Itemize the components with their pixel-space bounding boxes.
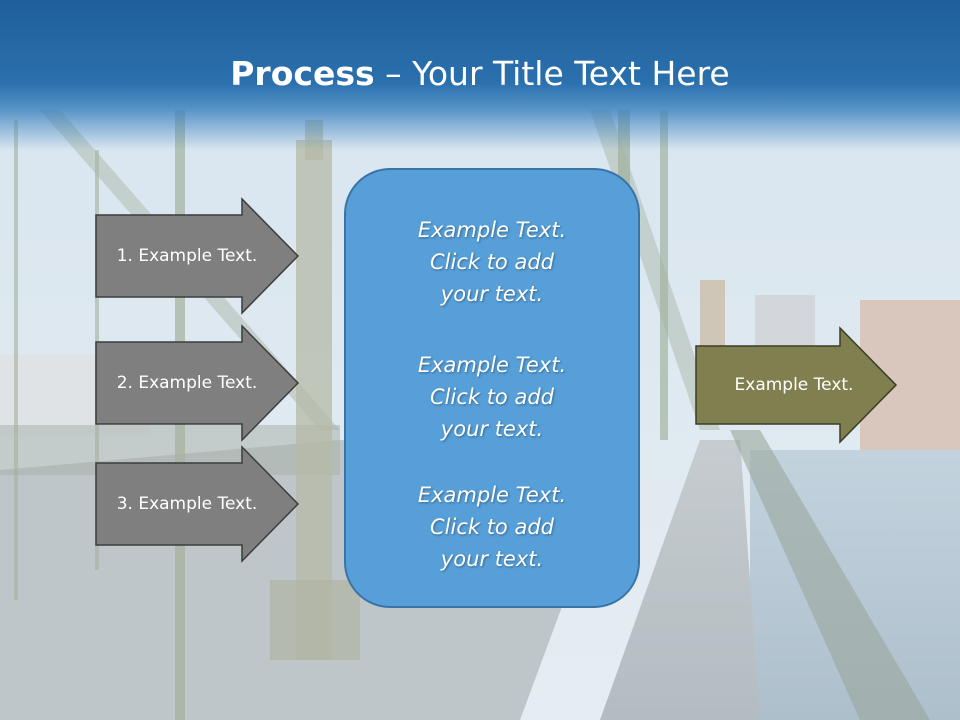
center-text-box[interactable]: Example Text. Click to add your text. Ex… <box>344 168 640 608</box>
center-text-1-line-3: your text. <box>440 282 544 306</box>
center-text-block-3: Example Text. Click to add your text. <box>346 479 638 575</box>
center-text-3-line-1: Example Text. <box>417 483 567 507</box>
right-arrow-label: Example Text. <box>734 375 854 395</box>
title-bold: Process <box>230 54 375 93</box>
center-text-3-line-2: Click to add <box>429 515 554 539</box>
left-arrow-3[interactable]: 3. Example Text. <box>95 445 300 563</box>
center-text-block-2: Example Text. Click to add your text. <box>346 349 638 445</box>
title-bar <box>0 0 960 150</box>
title-rest: – Your Title Text Here <box>374 54 730 93</box>
slide-title[interactable]: Process – Your Title Text Here <box>0 52 960 96</box>
center-text-3-line-3: your text. <box>440 547 544 571</box>
left-arrow-1-label: 1. Example Text. <box>116 246 258 266</box>
left-arrow-2[interactable]: 2. Example Text. <box>95 324 300 442</box>
center-text-2-line-3: your text. <box>440 417 544 441</box>
center-text-1-line-2: Click to add <box>429 250 554 274</box>
left-arrow-1[interactable]: 1. Example Text. <box>95 197 300 315</box>
center-text-block-1: Example Text. Click to add your text. <box>346 214 638 310</box>
center-text-2-line-2: Click to add <box>429 385 554 409</box>
left-arrow-3-label: 3. Example Text. <box>116 494 258 514</box>
center-text-1-line-1: Example Text. <box>417 218 567 242</box>
right-arrow[interactable]: Example Text. <box>695 326 900 444</box>
center-text-2-line-1: Example Text. <box>417 353 567 377</box>
left-arrow-2-label: 2. Example Text. <box>116 373 258 393</box>
